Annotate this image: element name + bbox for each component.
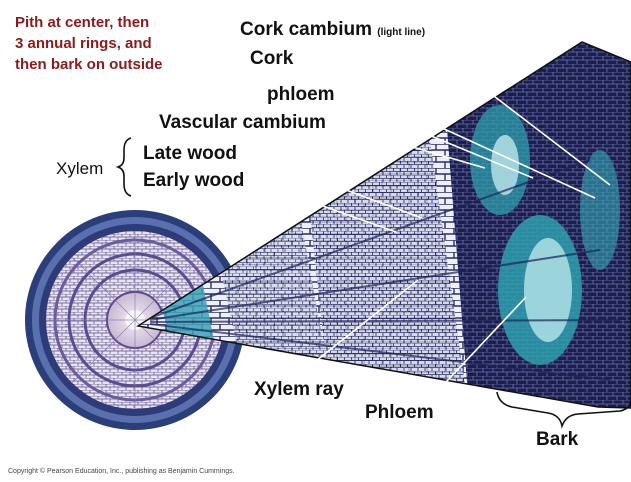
label-phloem-upper: phloem xyxy=(267,85,335,104)
cork-cambium-note: (light line) xyxy=(377,27,425,38)
label-early-wood: Early wood xyxy=(143,171,244,190)
label-cork-cambium: Cork cambium (light line) xyxy=(240,20,425,39)
label-vascular-cambium: Vascular cambium xyxy=(159,113,326,132)
cork-cambium-text: Cork cambium xyxy=(240,19,372,40)
label-late-wood: Late wood xyxy=(143,144,237,163)
label-bark: Bark xyxy=(536,430,578,449)
note-line-1: Pith at center, then xyxy=(15,12,163,33)
label-xylem-ray: Xylem ray xyxy=(254,380,344,399)
note-line-3: then bark on outside xyxy=(15,54,163,75)
label-phloem-lower: Phloem xyxy=(365,403,434,422)
copyright-text: Copyright © Pearson Education, Inc., pub… xyxy=(8,468,235,475)
note-line-2: 3 annual rings, and xyxy=(15,33,163,54)
label-cork: Cork xyxy=(250,49,293,68)
explanation-note: Pith at center, then 3 annual rings, and… xyxy=(15,12,163,75)
xylem-brace xyxy=(118,138,131,196)
label-xylem: Xylem xyxy=(56,160,103,177)
